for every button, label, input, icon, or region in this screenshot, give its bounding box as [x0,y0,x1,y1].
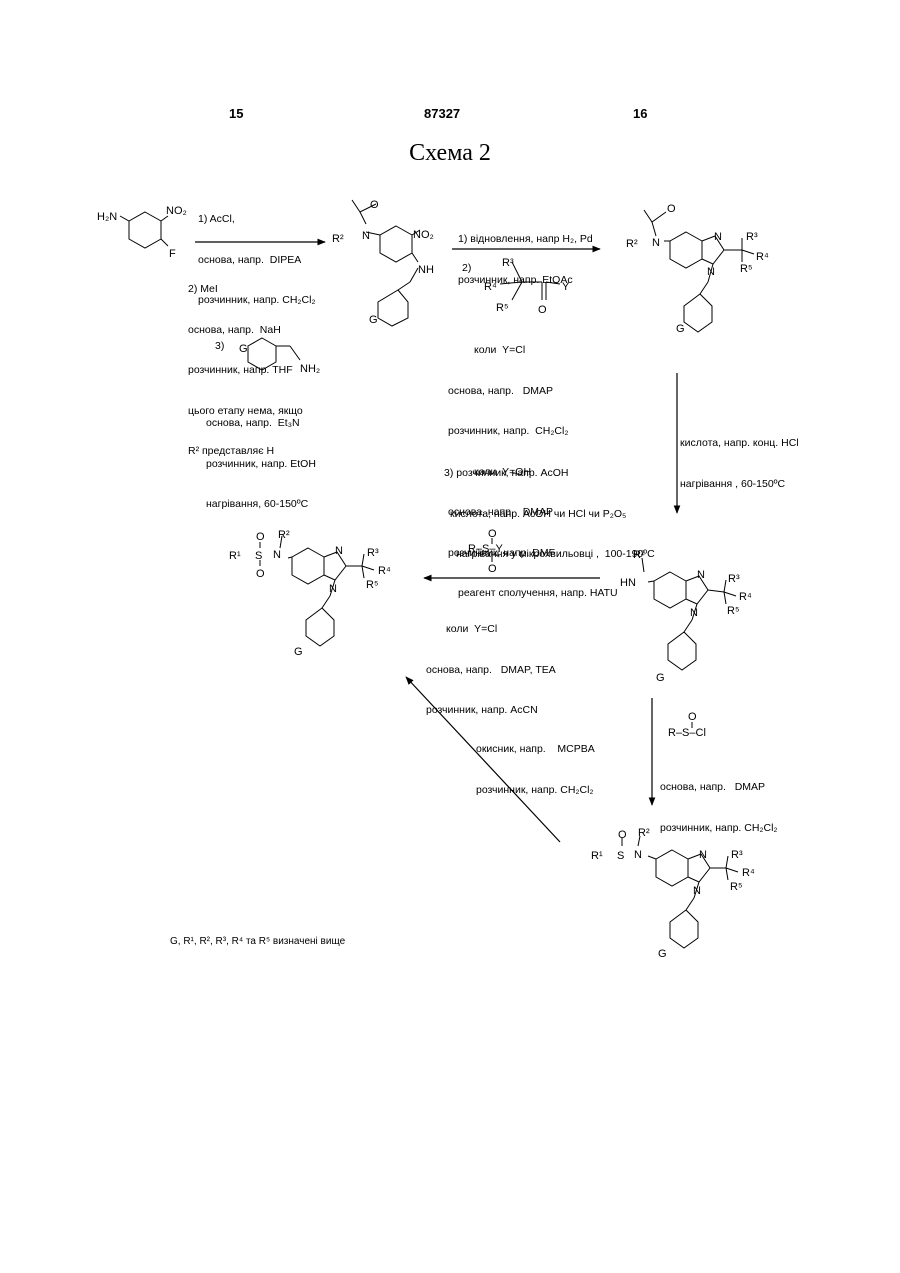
label-g-5: G [294,646,303,658]
label-r5-3: R⁵ [740,263,753,275]
label-g-ring: G [369,314,378,326]
label-hn-4: HN [620,577,636,589]
label-s-6: S [617,850,624,862]
label-o-6: O [618,829,627,841]
label-g-3: G [676,323,685,335]
label-n1-5: N [329,583,337,595]
amine-reagent-label: 3) [215,340,224,354]
label-r3-3: R³ [746,231,758,243]
label-n1-6: N [693,885,701,897]
conditions-sulfinylation: основа, напр. DMAP розчинник, напр. CH₂C… [660,754,777,849]
label-o-sulfinyl-reagent: O [688,711,697,723]
label-n1-3: N [707,266,715,278]
label-r5-reagent: R⁵ [496,302,509,314]
conditions-deprotection: кислота, напр. конц. HCl нагрівання , 60… [680,410,799,505]
conditions-step1-amine: основа, напр. Et₃N розчинник, напр. EtOH… [206,390,316,525]
label-r3-6: R³ [731,849,743,861]
conditions-step2-top: 1) відновлення, напр H₂, Pd розчинник, н… [458,206,593,301]
label-carbonyl-o: O [370,199,379,211]
molecule-fluoronitroaniline [120,212,168,248]
label-r2-3: R² [626,238,638,250]
label-o-3: O [667,203,676,215]
label-r5-4: R⁵ [727,605,740,617]
label-r4-6: R⁴ [742,867,755,879]
molecule-nitro-intermediate [352,200,420,326]
footnote-definitions: G, R¹, R², R³, R⁴ та R⁵ визначені вище [170,936,345,947]
molecule-benzimidazole-acyl [644,210,754,332]
label-r2-5: R² [278,529,290,541]
label-o-5-bottom: O [256,568,265,580]
label-n-imid-6: N [699,849,707,861]
label-nh2: NH₂ [300,363,320,375]
label-n1-4: N [690,607,698,619]
label-fluorine: F [169,248,176,260]
label-o-5-top: O [256,531,265,543]
label-r4-5: R⁴ [378,565,391,577]
label-r5-5: R⁵ [366,579,379,591]
label-o-reagent: O [538,304,547,316]
label-no2: NO₂ [166,205,187,217]
label-n-imid-3: N [714,231,722,243]
label-r2-6: R² [638,827,650,839]
label-g-6: G [658,948,667,960]
conditions-sulfonylation: коли Y=Cl основа, напр. DMAP, TEA розчин… [426,596,556,731]
label-n-imid-4: N [697,569,705,581]
label-n: N [362,230,370,242]
label-r1-6: R¹ [591,850,603,862]
label-s-5: S [255,550,262,562]
label-r3-4: R³ [728,573,740,585]
label-rscl: R–S–Cl [668,727,706,739]
label-n-5: N [273,549,281,561]
label-r3-5: R³ [367,547,379,559]
acyl-reagent-label: 2) [462,262,471,276]
molecule-benzimidazole-amine [642,558,736,670]
label-g-4: G [656,672,665,684]
label-r4-3: R⁴ [756,251,769,263]
label-r2: R² [332,233,344,245]
label-n-3: N [652,237,660,249]
conditions-oxidation: окисник, напр. MCPBA розчинник, напр. CH… [476,716,595,811]
label-nh: NH [418,264,434,276]
label-r5-6: R⁵ [730,881,743,893]
label-n-6: N [634,849,642,861]
label-r4-4: R⁴ [739,591,752,603]
label-h2n: H₂N [97,211,117,223]
label-r1-5: R¹ [229,550,241,562]
conditions-cyclization: 3) розчинник, напр. AcOH кислота, напр. … [444,440,655,575]
label-n-imid-5: N [335,545,343,557]
label-no2-2: NO₂ [413,229,434,241]
